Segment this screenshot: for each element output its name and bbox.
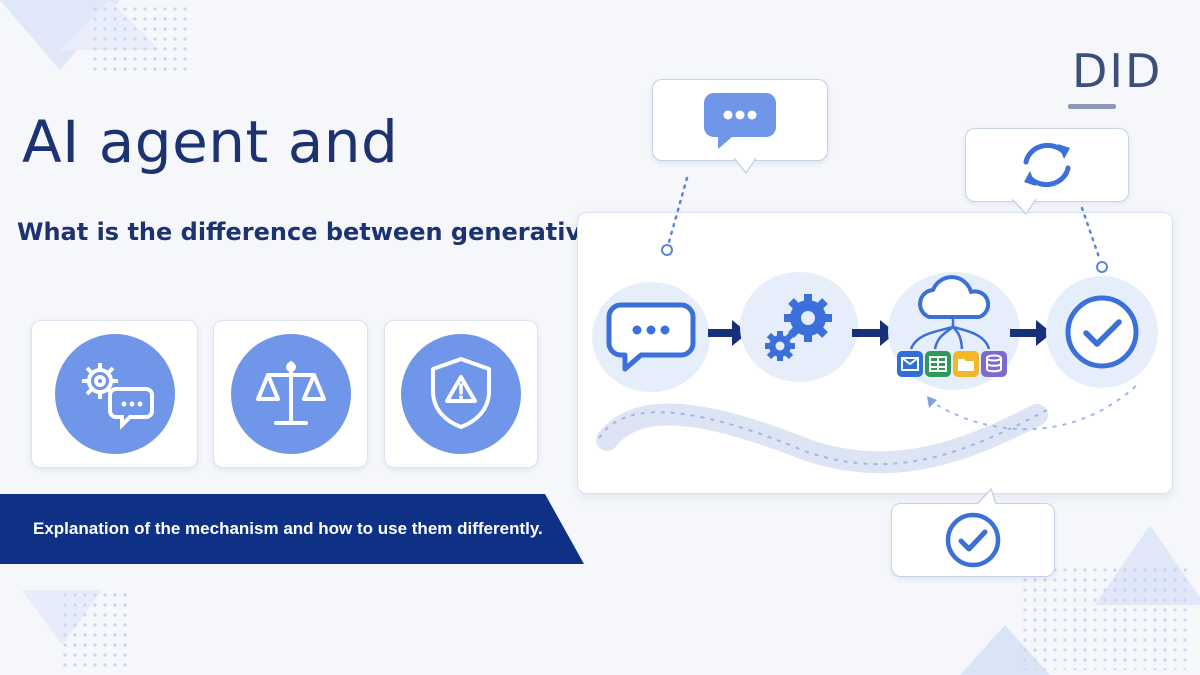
shield-warning-icon	[431, 357, 491, 429]
brand-logo: DID	[1072, 44, 1163, 98]
logo-underline	[1068, 104, 1116, 109]
chat-bubble-icon	[704, 93, 776, 149]
workflow-connectors	[596, 176, 1138, 474]
cloud-network-icon	[897, 275, 1007, 377]
speech-bubble-check	[891, 503, 1055, 577]
speech-bubble-chat	[652, 79, 828, 161]
checkmark-icon	[1065, 295, 1139, 369]
page-subtitle: What is the difference between generativ…	[17, 218, 648, 246]
chat-bubble-icon	[606, 302, 696, 372]
sync-icon	[1023, 142, 1071, 188]
arrow-right-icon	[708, 320, 748, 346]
speech-bubble-sync	[965, 128, 1129, 202]
feature-card-shield	[384, 320, 538, 468]
caption-banner	[0, 494, 584, 564]
bubble-tail	[976, 488, 997, 505]
flow-step-check	[1046, 276, 1158, 388]
feature-card-scales	[213, 320, 368, 468]
arrow-right-icon	[1010, 320, 1052, 346]
page-title: AI agent and	[22, 108, 399, 176]
arrow-right-icon	[852, 320, 896, 346]
flow-step-chat	[592, 282, 710, 392]
gears-chat-icon	[81, 363, 154, 430]
bubble-tail	[734, 157, 757, 175]
scales-icon	[255, 361, 326, 425]
flow-step-cloud	[888, 272, 1020, 390]
bubble-tail	[1012, 198, 1037, 216]
gears-icon	[765, 294, 832, 361]
banner-caption: Explanation of the mechanism and how to …	[33, 519, 543, 538]
feature-card-gears-chat	[31, 320, 198, 468]
checkmark-icon	[945, 512, 1001, 568]
flow-step-gears	[740, 272, 858, 382]
